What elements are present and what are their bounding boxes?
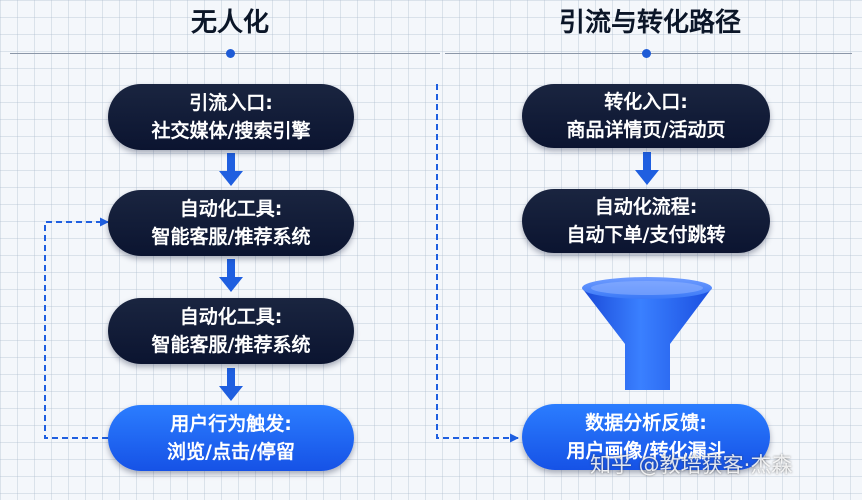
watermark-text: 知乎 @教培获客·杰森 bbox=[590, 453, 793, 477]
left-node-traffic-entry: 引流入口: 社交媒体/搜索引擎 bbox=[108, 84, 354, 150]
node-label: 自动化工具: bbox=[179, 198, 283, 220]
left-node-user-behavior-trigger: 用户行为触发: 浏览/点击/停留 bbox=[108, 405, 354, 471]
right-node-automation-process: 自动化流程: 自动下单/支付跳转 bbox=[522, 189, 770, 253]
node-label: 引流入口: bbox=[189, 92, 273, 114]
center-dashed-connector bbox=[436, 84, 519, 443]
arrow-left-3 bbox=[219, 368, 243, 401]
left-node-automation-tool-2: 自动化工具: 智能客服/推荐系统 bbox=[108, 298, 354, 364]
right-section-title: 引流与转化路径 bbox=[558, 8, 741, 38]
node-label: 数据分析反馈: bbox=[585, 412, 707, 434]
node-label: 用户行为触发: bbox=[170, 413, 292, 435]
feedback-loop-arrow bbox=[44, 217, 116, 443]
node-detail: 智能客服/推荐系统 bbox=[151, 226, 311, 248]
node-detail: 智能客服/推荐系统 bbox=[151, 334, 311, 356]
arrow-right-1 bbox=[635, 152, 659, 185]
node-detail: 自动下单/支付跳转 bbox=[566, 224, 726, 246]
right-node-conversion-entry: 转化入口: 商品详情页/活动页 bbox=[522, 84, 770, 148]
node-detail: 商品详情页/活动页 bbox=[566, 119, 726, 141]
arrow-left-1 bbox=[219, 153, 243, 186]
right-node-data-analysis-feedback: 数据分析反馈: 用户画像/转化漏斗 bbox=[522, 404, 770, 470]
arrow-left-2 bbox=[219, 259, 243, 292]
left-node-automation-tool-1: 自动化工具: 智能客服/推荐系统 bbox=[108, 190, 354, 256]
header-dot-left bbox=[226, 49, 235, 58]
node-detail: 用户画像/转化漏斗 bbox=[566, 440, 726, 462]
left-section-title: 无人化 bbox=[190, 8, 269, 38]
header-dot-right bbox=[642, 49, 651, 58]
node-label: 自动化流程: bbox=[594, 196, 698, 218]
node-detail: 浏览/点击/停留 bbox=[167, 441, 295, 463]
node-label: 转化入口: bbox=[604, 91, 688, 113]
header-divider-left bbox=[10, 53, 440, 54]
funnel-icon bbox=[582, 277, 712, 390]
node-detail: 社交媒体/搜索引擎 bbox=[151, 120, 311, 142]
node-label: 自动化工具: bbox=[179, 306, 283, 328]
